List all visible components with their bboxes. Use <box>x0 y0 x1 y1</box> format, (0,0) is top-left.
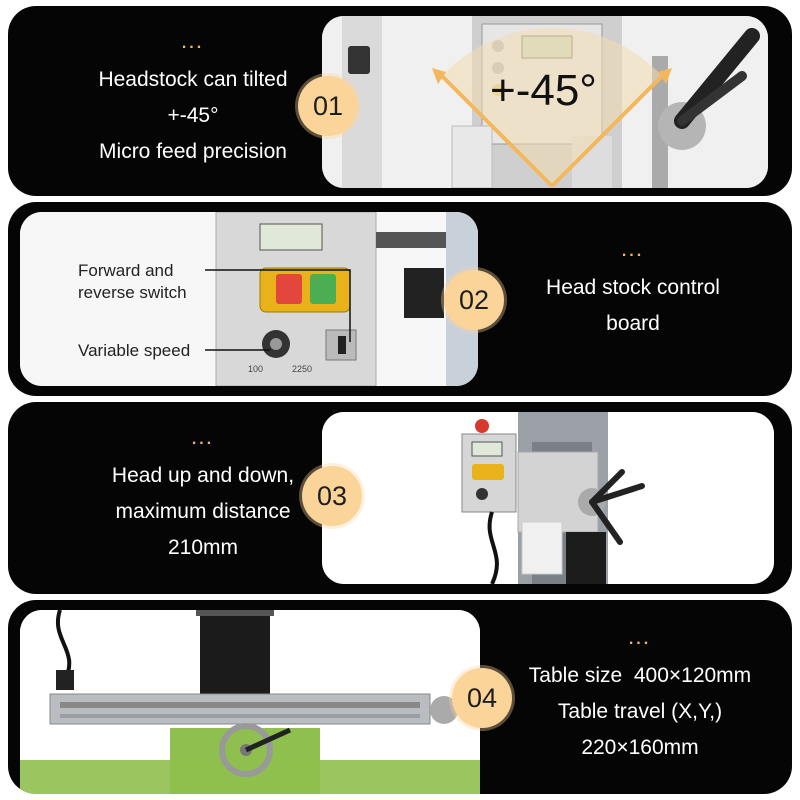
feature-text-01: ... Headstock can tilted +-45° Micro fee… <box>48 36 338 170</box>
feature-line: Head stock control <box>546 276 720 299</box>
feature-line: 210mm <box>167 536 239 559</box>
dial-max-label: 2250 <box>292 364 313 374</box>
feature-line: maximum distance <box>115 500 291 523</box>
feature-text-02: ... Head stock control board <box>508 244 758 342</box>
headstock-tilt-illustration <box>322 16 768 188</box>
feature-line: Table size 400×120mm <box>528 664 752 687</box>
feature-badge-03: 03 <box>302 466 362 526</box>
feature-text-03: ... Head up and down, maximum distance 2… <box>58 432 348 566</box>
feature-panel-04: 04 ... Table size 400×120mm Table travel… <box>8 600 792 794</box>
feature-line: Head up and down, <box>111 464 295 487</box>
head-travel-illustration <box>322 412 774 584</box>
feature-badge-02: 02 <box>444 270 504 330</box>
ellipsis-dots: ... <box>621 243 645 260</box>
feature-line: Micro feed precision <box>99 140 287 163</box>
control-board-illustration <box>20 212 478 386</box>
head-travel-photo <box>322 412 774 584</box>
feature-badge-04: 04 <box>452 668 512 728</box>
table-illustration <box>20 610 480 794</box>
feature-panel-03: ... Head up and down, maximum distance 2… <box>8 402 792 594</box>
table-photo <box>20 610 480 794</box>
feature-panel-01: ... Headstock can tilted +-45° Micro fee… <box>8 6 792 196</box>
callout-line: Forward and <box>78 261 174 280</box>
feature-line: Headstock can tilted <box>98 68 288 91</box>
callout-variable-speed: Variable speed <box>78 341 191 360</box>
feature-line: +-45° <box>167 104 219 127</box>
feature-badge-01: 01 <box>298 76 358 136</box>
ellipsis-dots: ... <box>191 431 215 448</box>
feature-panel-02: Forward and reverse switch Variable spee… <box>8 202 792 396</box>
ellipsis-dots: ... <box>628 631 652 648</box>
feature-text-04: ... Table size 400×120mm Table travel (X… <box>500 632 780 766</box>
feature-line: board <box>606 312 660 335</box>
control-board-photo: Forward and reverse switch Variable spee… <box>20 212 478 386</box>
feature-line: 220×160mm <box>581 736 699 759</box>
headstock-tilt-photo: +-45° <box>322 16 768 188</box>
feature-line: Table travel (X,Y,) <box>557 700 723 723</box>
dial-min-label: 100 <box>248 364 264 374</box>
ellipsis-dots: ... <box>181 35 205 52</box>
tilt-angle-label: +-45° <box>490 66 597 115</box>
callout-line: reverse switch <box>78 283 187 302</box>
callout-forward-reverse: Forward and reverse switch <box>78 260 187 304</box>
